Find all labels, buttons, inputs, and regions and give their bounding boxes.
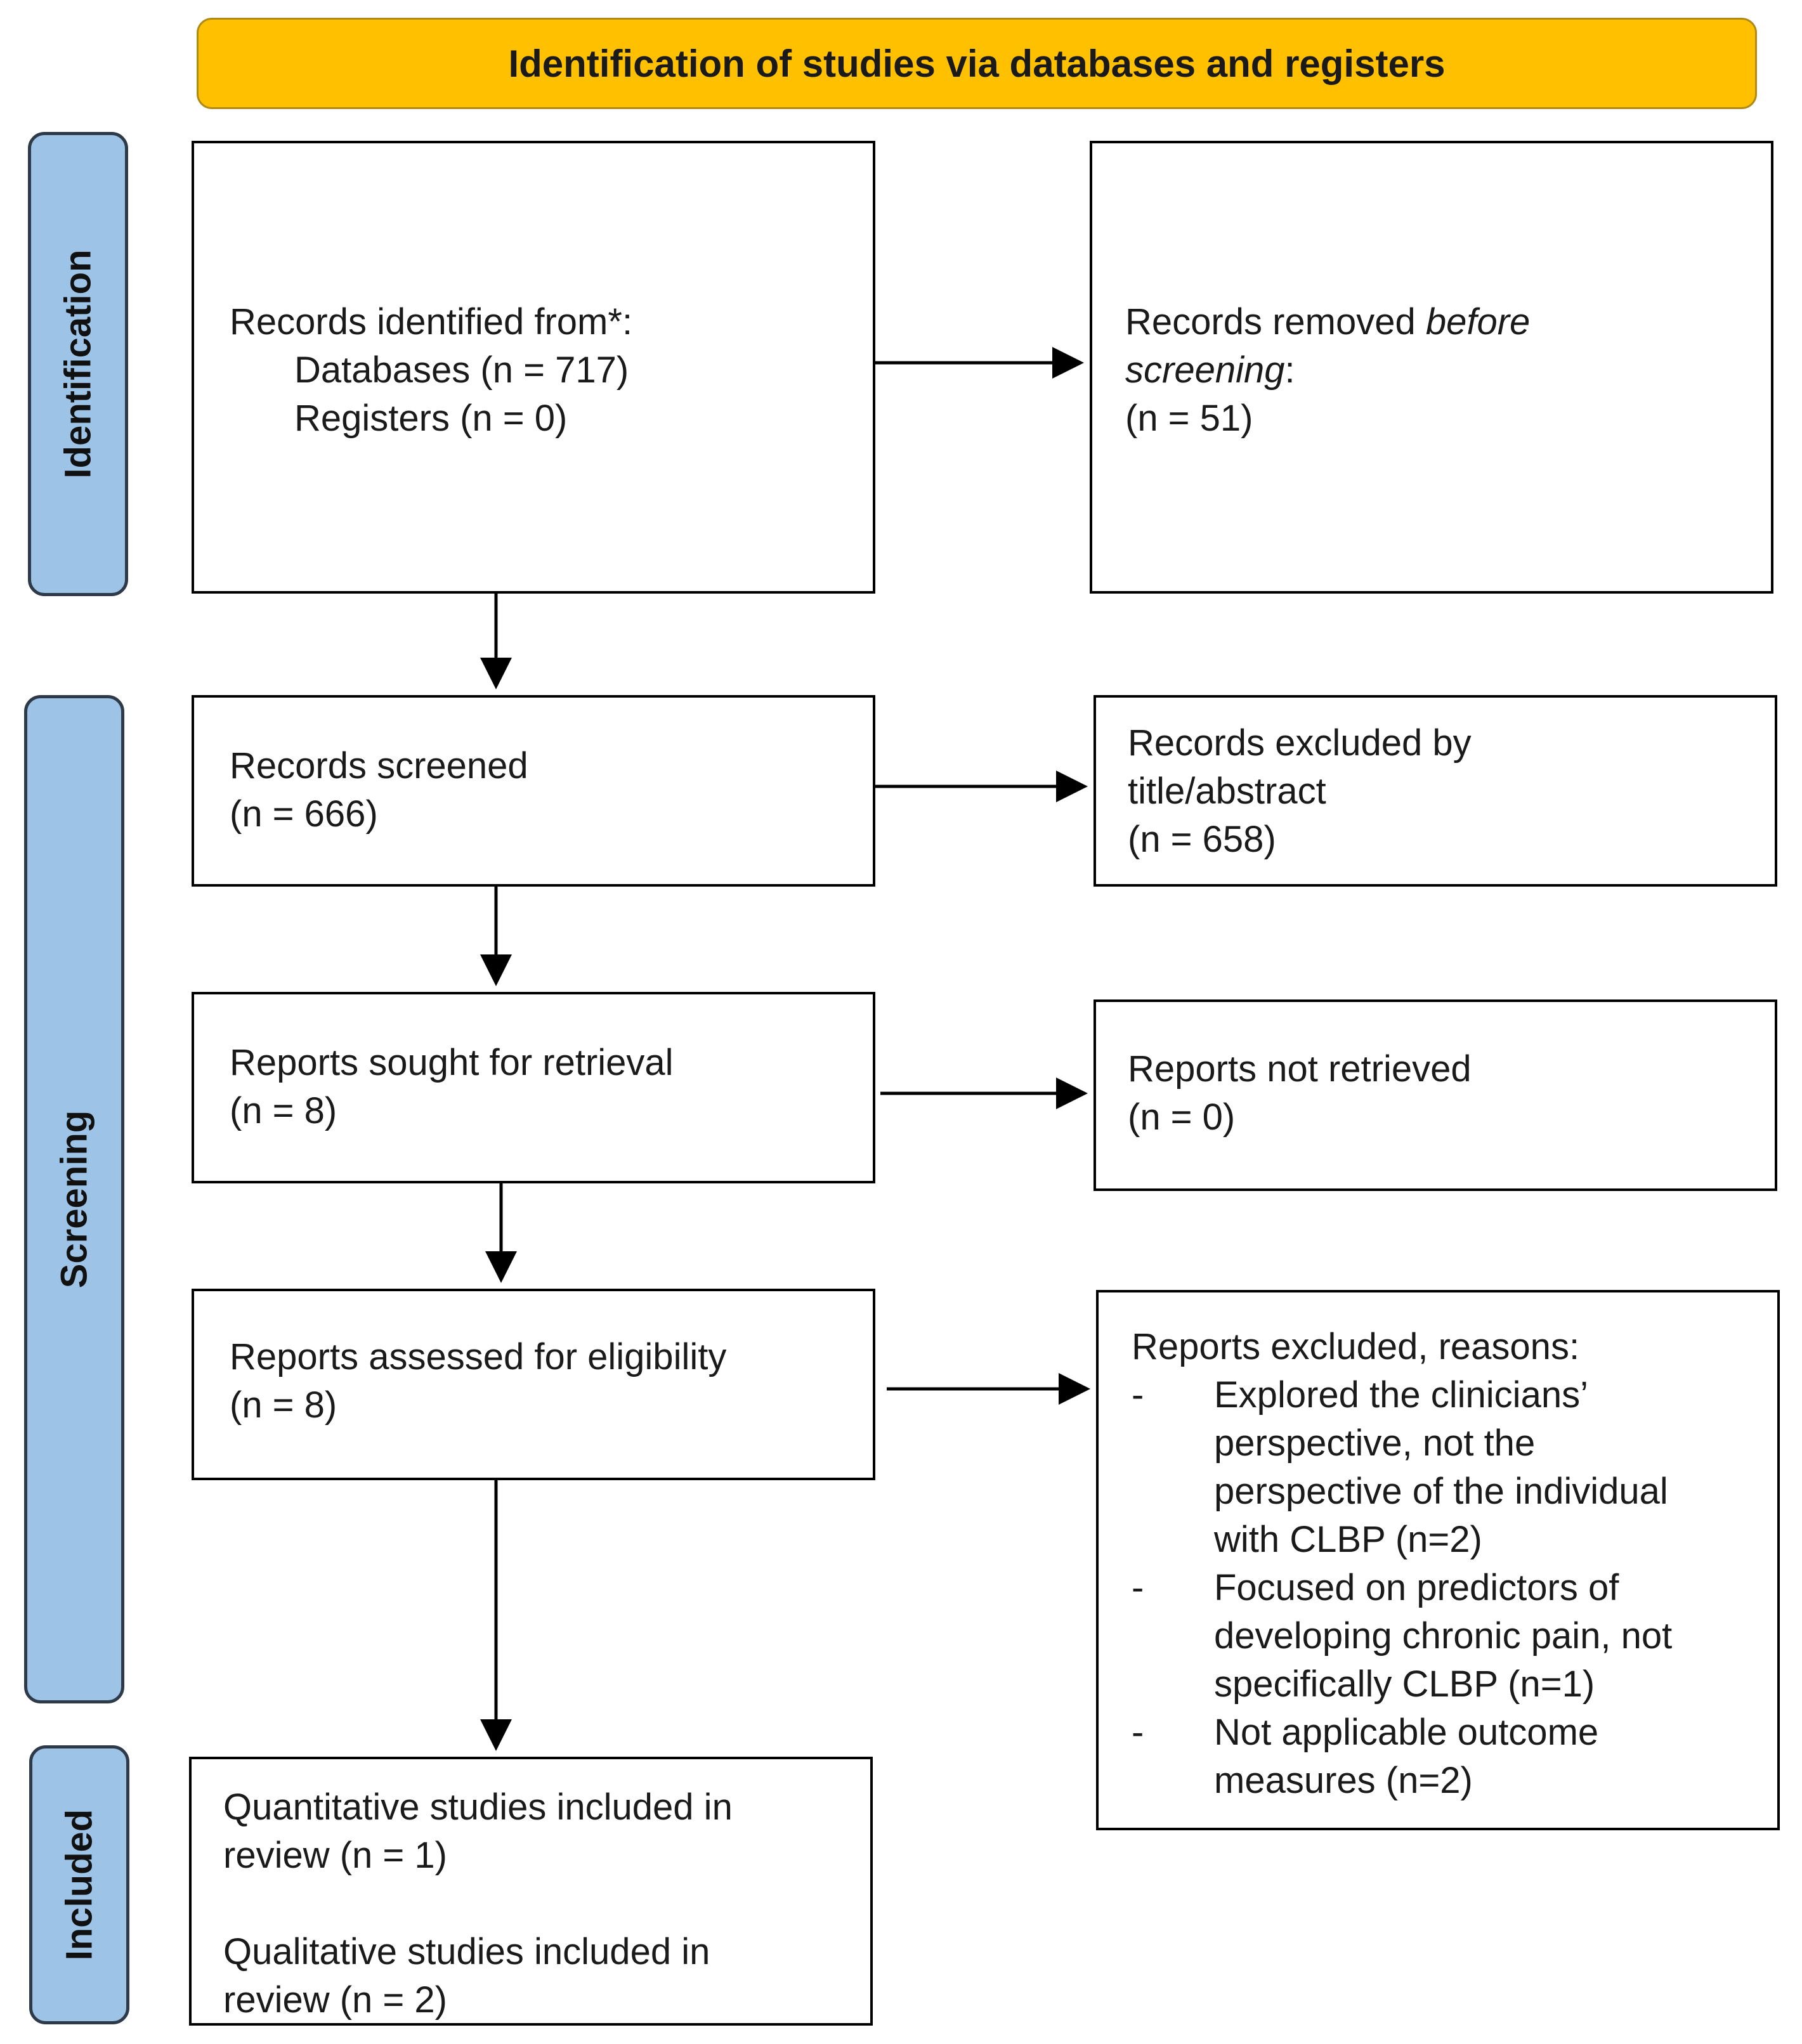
records-excluded-line2: title/abstract (1128, 771, 1326, 812)
reason-line: developing chronic pain, not (1214, 1615, 1673, 1657)
reports-excluded-heading: Reports excluded, reasons: (1132, 1326, 1580, 1367)
reason-line: specifically CLBP (n=1) (1214, 1663, 1595, 1705)
phase-identification: Identification (28, 132, 128, 596)
reason-item: - Explored the clinicians’ perspective, … (1132, 1371, 1777, 1564)
records-removed-count: (n = 51) (1125, 398, 1253, 439)
bullet-dash: - (1132, 1712, 1144, 1753)
registers-count: Registers (n = 0) (294, 398, 568, 439)
phase-header: Identification of studies via databases … (197, 18, 1757, 109)
reports-not-retrieved-box: Reports not retrieved (n = 0) (1094, 999, 1777, 1191)
quantitative-studies-line1: Quantitative studies included in (223, 1787, 733, 1828)
qualitative-studies-line1: Qualitative studies included in (223, 1931, 710, 1972)
quantitative-studies-count: review (n = 1) (223, 1835, 447, 1876)
reports-sought-label: Reports sought for retrieval (230, 1042, 674, 1083)
records-screened-box: Records screened (n = 666) (192, 695, 875, 887)
reports-excluded-box: Reports excluded, reasons: - Explored th… (1096, 1290, 1780, 1830)
records-identified-box: Records identified from*: Databases (n =… (192, 141, 875, 594)
reports-assessed-box: Reports assessed for eligibility (n = 8) (192, 1289, 875, 1480)
reason-line: Not applicable outcome (1214, 1712, 1599, 1753)
bullet-dash: - (1132, 1567, 1144, 1608)
reason-item: - Not applicable outcome measures (n=2) (1132, 1709, 1777, 1805)
reason-line: perspective, not the (1214, 1422, 1536, 1464)
reports-sought-box: Reports sought for retrieval (n = 8) (192, 992, 875, 1183)
records-excluded-count: (n = 658) (1128, 819, 1276, 860)
reason-item: - Focused on predictors of developing ch… (1132, 1564, 1777, 1709)
reports-assessed-label: Reports assessed for eligibility (230, 1336, 727, 1377)
reason-line: Explored the clinicians’ (1214, 1374, 1588, 1416)
reports-not-retrieved-label: Reports not retrieved (1128, 1048, 1472, 1090)
reason-line: perspective of the individual (1214, 1471, 1668, 1512)
reason-line: measures (n=2) (1214, 1760, 1473, 1801)
records-removed-line1: Records removed before (1125, 301, 1531, 342)
records-excluded-box: Records excluded by title/abstract (n = … (1094, 695, 1777, 887)
records-removed-line2: screening: (1125, 349, 1295, 391)
studies-included-box: Quantitative studies included in review … (189, 1757, 873, 2026)
phase-screening: Screening (24, 695, 124, 1703)
reason-line: Focused on predictors of (1214, 1567, 1619, 1608)
records-excluded-line1: Records excluded by (1128, 722, 1472, 764)
records-screened-count: (n = 666) (230, 793, 378, 835)
reason-line: with CLBP (n=2) (1214, 1519, 1482, 1560)
records-screened-label: Records screened (230, 745, 528, 786)
header-title: Identification of studies via databases … (508, 42, 1446, 85)
records-identified-heading: Records identified from*: (230, 301, 633, 342)
reports-sought-count: (n = 8) (230, 1090, 337, 1131)
reports-not-retrieved-count: (n = 0) (1128, 1097, 1236, 1138)
bullet-dash: - (1132, 1374, 1144, 1416)
qualitative-studies-count: review (n = 2) (223, 1979, 447, 2021)
databases-count: Databases (n = 717) (294, 349, 629, 391)
reports-assessed-count: (n = 8) (230, 1384, 337, 1426)
records-removed-box: Records removed before screening: (n = 5… (1090, 141, 1773, 594)
phase-included: Included (29, 1745, 129, 2024)
